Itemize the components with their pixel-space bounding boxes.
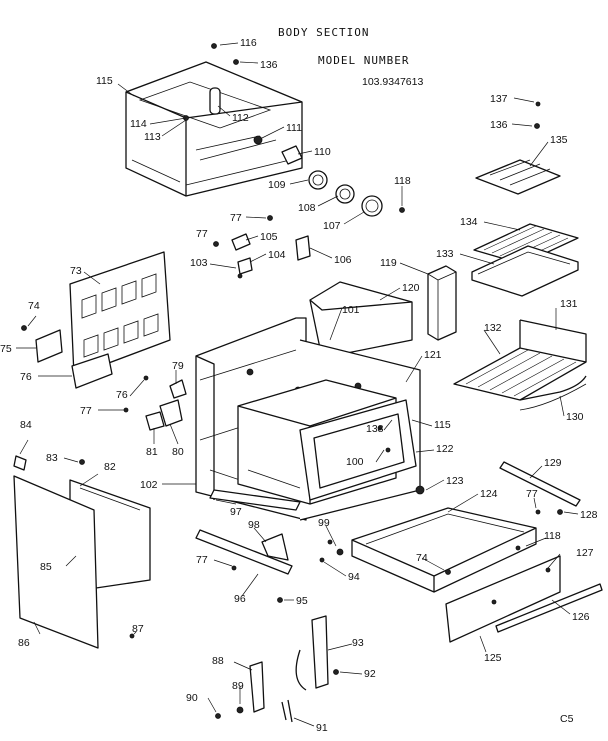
- broil-pan: [471, 245, 579, 297]
- part-label: 83: [46, 452, 58, 464]
- control-brackets: [123, 375, 187, 431]
- part-label: 115: [96, 75, 113, 87]
- part-label: 82: [104, 461, 116, 473]
- drawer-rails: [495, 461, 603, 633]
- part-label: 103: [190, 257, 208, 269]
- part-label: 114: [130, 118, 147, 130]
- part-label: 76: [116, 389, 128, 401]
- part-label: 107: [323, 220, 341, 232]
- page-code: C5: [560, 713, 574, 725]
- part-label: 128: [580, 509, 598, 521]
- bottom-rails: [195, 489, 344, 603]
- part-label: 77: [80, 405, 92, 417]
- section-title: BODY SECTION: [278, 26, 369, 39]
- part-label: 138: [366, 423, 384, 435]
- part-label: 76: [20, 371, 32, 383]
- part-label: 87: [132, 623, 144, 635]
- part-label: 111: [286, 122, 302, 134]
- part-label: 131: [560, 298, 578, 310]
- leader-lines: [16, 42, 579, 727]
- part-label: 77: [196, 228, 208, 240]
- part-label: 102: [140, 479, 158, 491]
- part-label: 86: [18, 637, 30, 649]
- part-label: 92: [364, 668, 376, 680]
- part-label: 75: [0, 343, 12, 355]
- part-label: 137: [490, 93, 508, 105]
- hinge-parts: [215, 615, 339, 723]
- part-label: 74: [28, 300, 40, 312]
- part-label: 124: [480, 488, 498, 500]
- part-label: 106: [334, 254, 352, 266]
- part-label: 108: [298, 202, 316, 214]
- oven-rack: [453, 319, 587, 411]
- part-label: 79: [172, 360, 184, 372]
- part-label: 127: [576, 547, 594, 559]
- part-label: 121: [424, 349, 442, 361]
- top-oven-box: [125, 43, 303, 197]
- model-number: 103.9347613: [362, 76, 423, 88]
- part-label: 80: [172, 446, 184, 458]
- part-label: 96: [234, 593, 246, 605]
- part-label: 119: [380, 257, 397, 269]
- part-label: 88: [212, 655, 224, 667]
- part-label: 77: [526, 488, 538, 500]
- part-label: 73: [70, 265, 82, 277]
- part-label: 123: [446, 475, 464, 487]
- part-label: 126: [572, 611, 590, 623]
- part-label: 99: [318, 517, 330, 529]
- front-frame: [299, 399, 417, 501]
- broil-bracket: [475, 101, 561, 195]
- part-label: 77: [196, 554, 208, 566]
- element-rings: [281, 145, 405, 217]
- part-label: 94: [348, 571, 360, 583]
- part-label: 109: [268, 179, 286, 191]
- part-label: 134: [460, 216, 478, 228]
- part-label: 101: [342, 304, 360, 316]
- part-label: 104: [268, 249, 286, 261]
- part-label: 93: [352, 637, 364, 649]
- part-label: 84: [20, 419, 32, 431]
- small-brackets: [213, 215, 311, 279]
- door-assembly: [13, 455, 151, 649]
- storage-drawer: [351, 485, 537, 593]
- part-label: 98: [248, 519, 260, 531]
- side-panel: [21, 251, 171, 389]
- part-label: 133: [436, 248, 454, 260]
- part-label: 120: [402, 282, 420, 294]
- part-label: 90: [186, 692, 198, 704]
- part-label: 81: [146, 446, 158, 458]
- part-label: 95: [296, 595, 308, 607]
- part-label: 118: [394, 175, 411, 187]
- part-label: 130: [566, 411, 584, 423]
- part-label: 135: [550, 134, 568, 146]
- part-label: 118: [544, 530, 561, 542]
- part-label: 116: [240, 37, 257, 49]
- model-label: MODEL NUMBER: [318, 54, 409, 67]
- part-label: 136: [260, 59, 278, 71]
- part-label: 89: [232, 680, 244, 692]
- part-label: 105: [260, 231, 278, 243]
- part-label: 74: [416, 552, 428, 564]
- part-label: 112: [232, 112, 249, 124]
- part-label: 85: [40, 561, 52, 573]
- part-number-labels: 116 136 115 114 113 112 111 110 109 108 …: [0, 37, 598, 734]
- part-label: 110: [314, 146, 331, 158]
- part-label: 100: [346, 456, 364, 468]
- part-label: 97: [230, 506, 242, 518]
- part-label: 122: [436, 443, 454, 455]
- part-label: 113: [144, 131, 161, 143]
- part-label: 115: [434, 419, 451, 431]
- part-label: 91: [316, 722, 328, 734]
- part-label: 77: [230, 212, 242, 224]
- part-label: 129: [544, 457, 562, 469]
- vent-duct: [427, 265, 457, 341]
- part-label: 136: [490, 119, 508, 131]
- part-label: 125: [484, 652, 502, 664]
- part-label: 132: [484, 322, 502, 334]
